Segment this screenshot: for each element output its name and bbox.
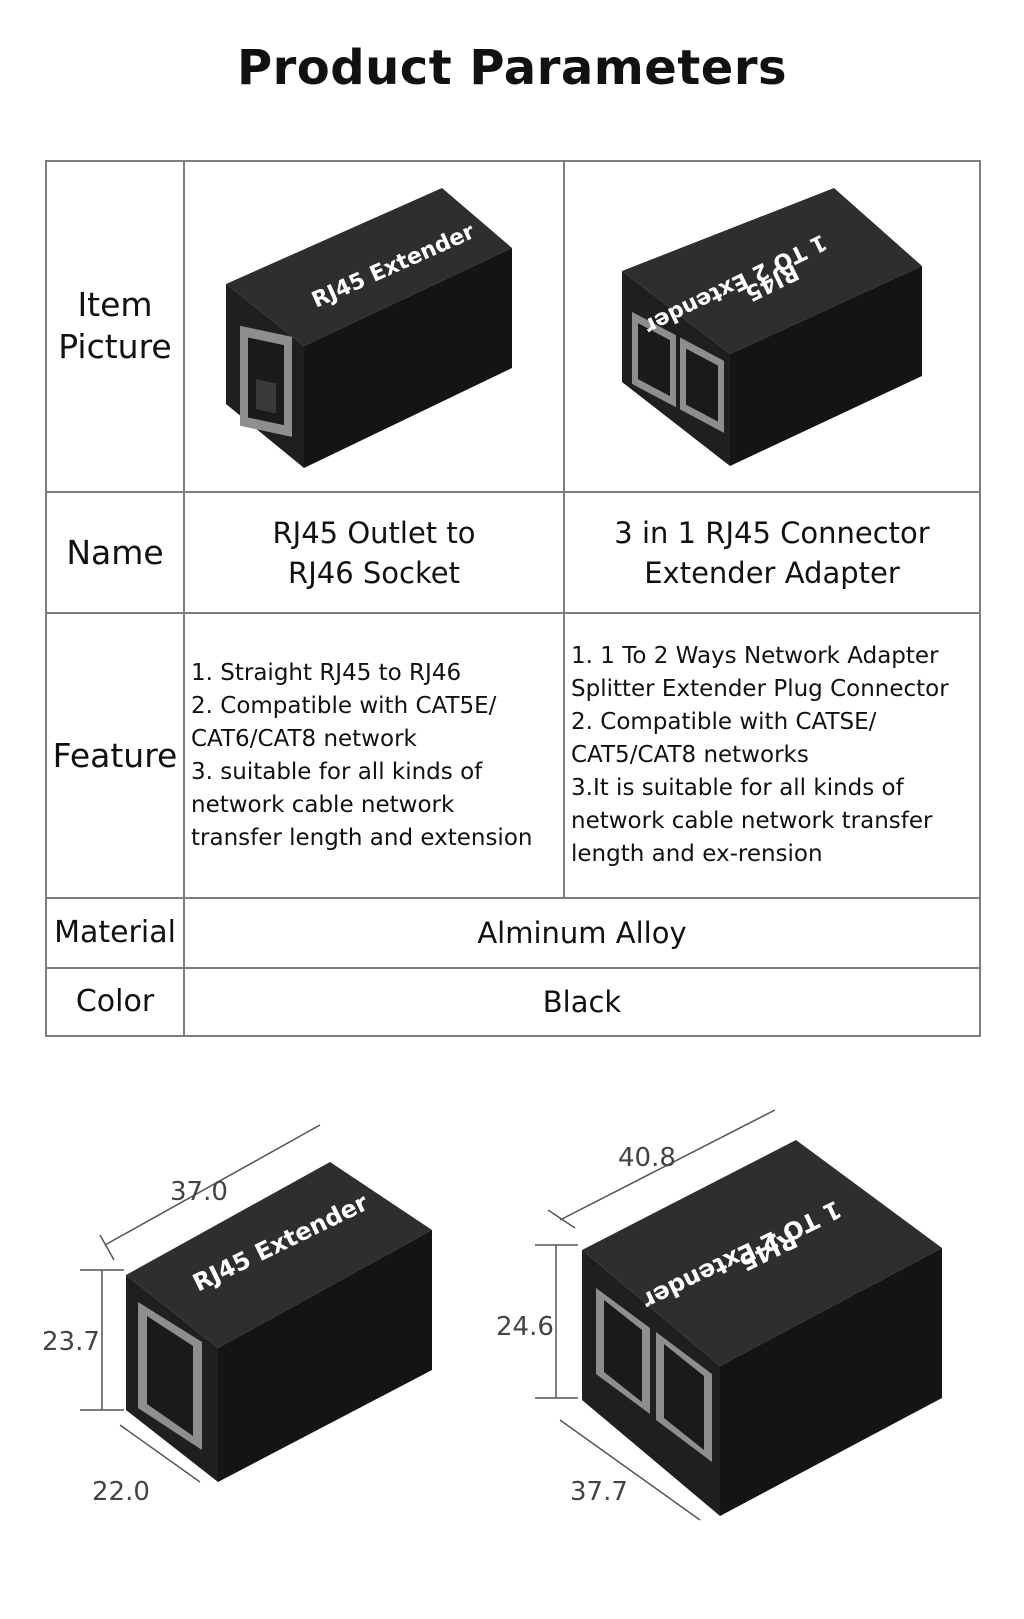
feature-row: Feature 1. Straight RJ45 to RJ46 2. Comp… <box>45 612 981 899</box>
product-1-features: 1. Straight RJ45 to RJ46 2. Compatible w… <box>183 612 565 899</box>
single-extender-dimension-diagram: RJ45 Extender 37.0 23.7 22.0 <box>42 1124 432 1507</box>
product-2-name-line2: Extender Adapter <box>644 555 900 590</box>
material-label: Material <box>45 896 185 969</box>
color-value: Black <box>183 966 981 1038</box>
product-2-feature-line: 1. 1 To 2 Ways Network Adapter <box>571 643 939 669</box>
double-width-dimension: 37.7 <box>570 1477 628 1507</box>
double-extender-dimension-diagram: 1 TO 2 Extender RJ45 40.8 24.6 37.7 <box>496 1109 942 1521</box>
product-1-name-line2: RJ46 Socket <box>288 555 460 590</box>
single-height-dimension: 23.7 <box>42 1327 100 1357</box>
product-2-feature-line: CAT5/CAT8 networks <box>571 742 809 768</box>
product-1-feature-line: transfer length and extension <box>191 824 533 851</box>
double-height-dimension: 24.6 <box>496 1312 554 1342</box>
single-length-dimension: 37.0 <box>170 1177 228 1207</box>
product-1-feature-line: network cable network <box>191 791 455 818</box>
color-row: Color Black <box>45 966 981 1038</box>
name-label: Name <box>45 490 185 615</box>
material-row: Material Alminum Alloy <box>45 896 981 969</box>
product-2-feature-line: network cable network transfer <box>571 808 933 834</box>
product-2-feature-line: 3.It is suitable for all kinds of <box>571 775 904 801</box>
product-1-picture-cell: RJ45 Extender <box>183 160 565 493</box>
picture-label: Item Picture <box>45 160 185 493</box>
name-row: Name RJ45 Outlet to RJ46 Socket 3 in 1 R… <box>45 490 981 615</box>
picture-label-line2: Picture <box>58 327 172 367</box>
product-1-feature-line: CAT6/CAT8 network <box>191 725 417 752</box>
parameters-table: Item Picture RJ45 Extender <box>45 160 981 1038</box>
rj45-1-to-2-extender-image: 1 TO 2 Extender RJ45 <box>622 188 922 467</box>
product-1-name: RJ45 Outlet to RJ46 Socket <box>183 490 565 615</box>
product-2-feature-line: length and ex-rension <box>571 841 823 867</box>
rj45-extender-image: RJ45 Extender <box>226 188 512 469</box>
material-value: Alminum Alloy <box>183 896 981 969</box>
dimension-diagrams: RJ45 Extender 37.0 23.7 22.0 1 TO 2 Exte… <box>0 1080 1024 1610</box>
color-label: Color <box>45 966 185 1038</box>
product-1-name-line1: RJ45 Outlet to <box>272 515 476 550</box>
product-1-feature-line: 1. Straight RJ45 to RJ46 <box>191 659 462 686</box>
dimension-svg: RJ45 Extender 37.0 23.7 22.0 1 TO 2 Exte… <box>42 1109 942 1521</box>
page-title: Product Parameters <box>236 40 788 96</box>
picture-label-line1: Item <box>77 285 153 325</box>
single-width-dimension: 22.0 <box>92 1477 150 1507</box>
product-2-name: 3 in 1 RJ45 Connector Extender Adapter <box>563 490 981 615</box>
double-length-dimension: 40.8 <box>618 1143 676 1173</box>
product-1-feature-line: 3. suitable for all kinds of <box>191 758 483 785</box>
feature-label: Feature <box>45 612 185 899</box>
product-2-picture-cell: 1 TO 2 Extender RJ45 <box>563 160 981 493</box>
product-2-name-line1: 3 in 1 RJ45 Connector <box>614 515 930 550</box>
product-2-feature-line: Splitter Extender Plug Connector <box>571 676 949 702</box>
product-1-feature-line: 2. Compatible with CAT5E/ <box>191 692 497 719</box>
picture-row: Item Picture RJ45 Extender <box>45 160 981 493</box>
product-2-features: 1. 1 To 2 Ways Network Adapter Splitter … <box>563 612 981 899</box>
product-2-feature-line: 2. Compatible with CATSE/ <box>571 709 877 735</box>
